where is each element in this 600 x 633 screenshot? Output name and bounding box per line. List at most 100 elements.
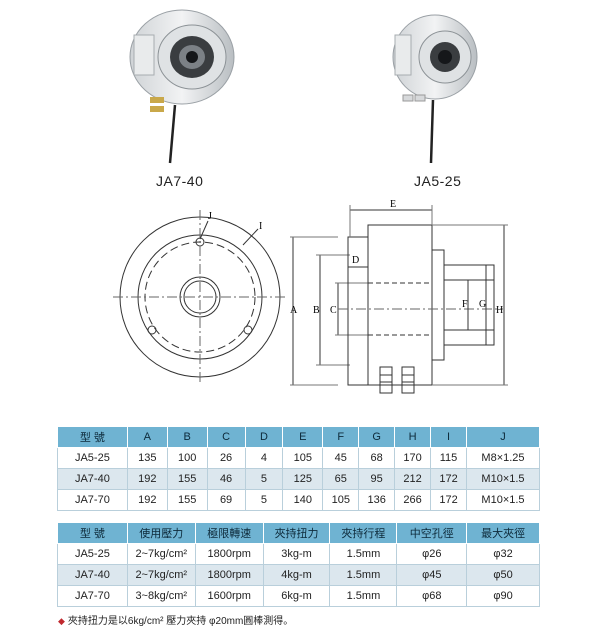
- table-cell: 46: [206, 468, 246, 490]
- table-cell: φ50: [466, 564, 540, 586]
- header-a: A: [126, 426, 168, 448]
- product-photo-ja7-40: [129, 9, 235, 164]
- table-cell: 266: [394, 489, 432, 511]
- label-h: H: [496, 305, 503, 316]
- table-cell: 5: [244, 468, 284, 490]
- header-bore: 中空孔徑: [396, 522, 468, 544]
- table-cell: 1800rpm: [194, 564, 264, 586]
- table-cell: 170: [394, 447, 432, 469]
- header-max-speed: 極限轉速: [194, 522, 264, 544]
- caption-ja5-25: JA5-25: [414, 173, 462, 189]
- table-cell: 68: [358, 447, 396, 469]
- caption-ja7-40: JA7-40: [156, 173, 204, 189]
- header-j: J: [465, 426, 541, 448]
- footnote: ◆夾持扭力是以6kg/cm² 壓力夾持 φ20mm圓棒測得。: [58, 612, 293, 627]
- table-cell: 115: [430, 447, 467, 469]
- table-cell: 1600rpm: [194, 585, 264, 607]
- table-row: JA7-70 192 155 69 5 140 105 136 266 172 …: [57, 489, 541, 511]
- header-pressure: 使用壓力: [126, 522, 196, 544]
- header-clamp-torque: 夾持扭力: [262, 522, 331, 544]
- table-cell: JA7-70: [57, 489, 128, 511]
- label-a: A: [290, 305, 298, 316]
- table-cell: JA7-40: [57, 564, 128, 586]
- dimensions-table: 型 號 A B C D E F G H I J JA5-25 135 100 2…: [57, 426, 541, 511]
- label-b: B: [313, 305, 320, 316]
- table-cell: 4kg-m: [262, 564, 331, 586]
- table-cell: 100: [166, 447, 208, 469]
- front-view-drawing: J I: [113, 210, 288, 385]
- table-cell: 192: [126, 489, 168, 511]
- table-row: JA7-40 2~7kg/cm² 1800rpm 4kg-m 1.5mm φ45…: [57, 564, 540, 586]
- label-i: I: [259, 221, 262, 232]
- table-cell: φ68: [396, 585, 468, 607]
- table-cell: φ26: [396, 543, 468, 565]
- table-cell: 4: [244, 447, 284, 469]
- label-j: J: [208, 211, 212, 222]
- table-cell: JA7-40: [57, 468, 128, 490]
- table-cell: 105: [322, 489, 360, 511]
- table-cell: 155: [166, 489, 208, 511]
- table-cell: 6kg-m: [262, 585, 331, 607]
- table-cell: 136: [358, 489, 396, 511]
- label-c: C: [330, 305, 337, 316]
- header-model: 型 號: [57, 426, 128, 448]
- dimensions-header-row: 型 號 A B C D E F G H I J: [57, 426, 541, 448]
- table-cell: φ45: [396, 564, 468, 586]
- table-cell: M10×1.5: [465, 489, 541, 511]
- table-cell: 140: [282, 489, 324, 511]
- header-d: D: [244, 426, 284, 448]
- label-e: E: [390, 199, 396, 210]
- mounting-hole-right: [243, 325, 253, 335]
- product-photo-ja5-25: [392, 14, 478, 164]
- header-h: H: [394, 426, 432, 448]
- table-cell: 3kg-m: [262, 543, 331, 565]
- table-cell: 155: [166, 468, 208, 490]
- table-cell: 135: [126, 447, 168, 469]
- table-cell: 1800rpm: [194, 543, 264, 565]
- table-cell: 192: [126, 468, 168, 490]
- table-cell: 1.5mm: [329, 585, 398, 607]
- table-row: JA7-70 3~8kg/cm² 1600rpm 6kg-m 1.5mm φ68…: [57, 585, 540, 607]
- table-cell: 3~8kg/cm²: [126, 585, 196, 607]
- table-cell: 5: [244, 489, 284, 511]
- table-cell: M8×1.25: [465, 447, 541, 469]
- header-c: C: [206, 426, 246, 448]
- table-cell: 26: [206, 447, 246, 469]
- mounting-hole-left: [147, 325, 157, 335]
- table-cell: 125: [282, 468, 324, 490]
- table-cell: 45: [322, 447, 360, 469]
- label-f: F: [462, 299, 468, 310]
- table-cell: 95: [358, 468, 396, 490]
- table-row: JA5-25 2~7kg/cm² 1800rpm 3kg-m 1.5mm φ26…: [57, 543, 540, 565]
- side-view-drawing: A E D B C F G H: [290, 199, 508, 394]
- performance-header-row: 型 號 使用壓力 極限轉速 夾持扭力 夾持行程 中空孔徑 最大夾徑: [57, 522, 540, 544]
- table-cell: JA7-70: [57, 585, 128, 607]
- table-cell: M10×1.5: [465, 468, 541, 490]
- table-cell: 212: [394, 468, 432, 490]
- table-cell: φ32: [466, 543, 540, 565]
- table-cell: 2~7kg/cm²: [126, 564, 196, 586]
- header-clamp-stroke: 夾持行程: [329, 522, 398, 544]
- footnote-text: 夾持扭力是以6kg/cm² 壓力夾持 φ20mm圓棒測得。: [67, 616, 294, 627]
- table-cell: JA5-25: [57, 543, 128, 565]
- header-i: I: [430, 426, 467, 448]
- table-cell: 105: [282, 447, 324, 469]
- label-d: D: [352, 255, 359, 266]
- header-e: E: [282, 426, 324, 448]
- table-cell: 65: [322, 468, 360, 490]
- header-b: B: [166, 426, 208, 448]
- diamond-bullet-icon: ◆: [58, 616, 65, 626]
- table-cell: 1.5mm: [329, 543, 398, 565]
- performance-table: 型 號 使用壓力 極限轉速 夾持扭力 夾持行程 中空孔徑 最大夾徑 JA5-25…: [57, 522, 540, 607]
- header-max-clamp-dia: 最大夾徑: [466, 522, 540, 544]
- header-g: G: [358, 426, 396, 448]
- label-g: G: [479, 299, 486, 310]
- table-cell: JA5-25: [57, 447, 128, 469]
- header-f: F: [322, 426, 360, 448]
- table-cell: φ90: [466, 585, 540, 607]
- table-row: JA7-40 192 155 46 5 125 65 95 212 172 M1…: [57, 468, 541, 490]
- table-cell: 1.5mm: [329, 564, 398, 586]
- table-cell: 172: [430, 468, 467, 490]
- table-cell: 69: [206, 489, 246, 511]
- header-model: 型 號: [57, 522, 128, 544]
